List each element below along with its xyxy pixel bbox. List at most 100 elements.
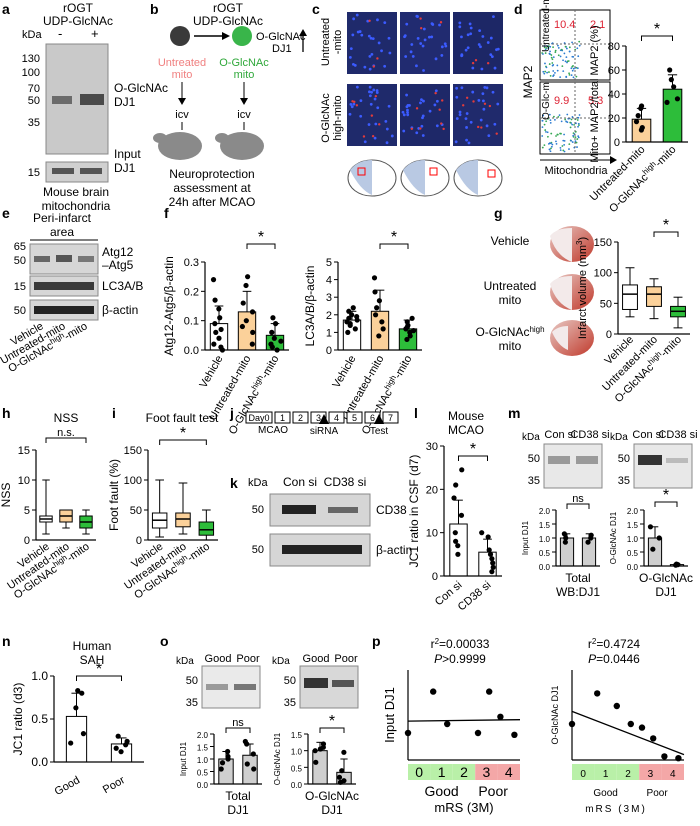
c-nucleus-dot	[434, 57, 438, 61]
d-flow-dot	[562, 139, 565, 142]
p-xlabel-r: mRS (3M)	[585, 804, 647, 815]
d-flow-dot	[548, 63, 551, 65]
g-ylabel-end: )	[577, 237, 589, 241]
c-nucleus-dot	[455, 86, 459, 90]
c-nucleus-dot	[492, 15, 495, 19]
chart-i-ytick-label: 150	[124, 445, 142, 457]
c-nucleus-dot	[368, 67, 372, 71]
chart-f2-point	[354, 313, 360, 320]
e-band-1a	[34, 256, 50, 262]
a-title-2: UDP-GlcNAc	[43, 14, 113, 28]
o-poor-r: Poor	[334, 653, 358, 665]
d-flow-dot	[541, 135, 544, 137]
chart-p2-poor: Poor	[647, 788, 669, 799]
chart-f1-point	[213, 329, 219, 335]
chart-p1-mrs-label-4: 4	[505, 764, 513, 780]
chart-f2-ytick-label: 3	[326, 292, 332, 304]
chart-f2-point	[404, 319, 410, 325]
c-nucleus-dot	[481, 35, 485, 38]
chart-o2-point	[336, 774, 343, 780]
c-nucleus-dot	[469, 26, 473, 30]
chart-f1-point	[249, 341, 255, 347]
c-nucleus-dot	[377, 41, 381, 45]
chart-m2-ytick-label: 0.5	[627, 549, 639, 558]
chart-f2-sig-bracket	[379, 243, 409, 249]
chart-f1-point	[216, 306, 222, 312]
a-label-input: Input	[114, 147, 141, 161]
chart-n-point	[80, 731, 87, 737]
c-nucleus-dot	[419, 42, 423, 45]
chart-f2-ytick-label: 5	[326, 257, 332, 269]
chart-f1-point	[249, 309, 256, 315]
d-flow-dot	[566, 113, 569, 116]
chart-p2-mrs-label-3: 3	[648, 769, 654, 780]
o-band-l2	[234, 684, 256, 690]
d-flow-dot	[550, 132, 553, 135]
chart-l-ytick-label: 10	[426, 528, 438, 540]
d-flow-dot	[563, 143, 566, 146]
a-caption-1: Mouse brain	[43, 185, 109, 199]
c-mito-dot	[419, 17, 422, 20]
d-flow-dot	[565, 75, 568, 78]
c-nucleus-dot	[466, 33, 470, 37]
chart-p1-mrs-cell-4	[497, 764, 520, 780]
d-q-tl-1: 10.4	[554, 19, 575, 31]
j-day-box-0	[245, 411, 273, 424]
a-plus: +	[91, 26, 99, 41]
chart-m2-bar-0	[647, 537, 663, 567]
p-stat-l2: P>0.9999	[434, 652, 486, 666]
chart-i-cat-part: -mito	[185, 541, 212, 565]
a-blot-bottom	[45, 161, 109, 183]
chart-d-ytick-label: 20	[608, 113, 620, 125]
m-cap-r2: DJ1	[655, 585, 677, 599]
chart-o1-point	[225, 753, 231, 760]
chart-f2-point	[376, 298, 382, 304]
c-nucleus-dot	[481, 99, 485, 103]
chart-d-ylabel: Mito+ MAP2/total MAP2 (%)	[589, 25, 601, 162]
panel-k: k kDa Con si CD38 si 50 50 CD38 β-actin	[230, 475, 412, 567]
d-flow-dot	[547, 45, 550, 47]
chart-p2-point	[627, 720, 634, 728]
c-nucleus-dot	[420, 124, 424, 128]
c-nucleus-dot	[466, 46, 470, 50]
d-flow-dot	[543, 72, 546, 75]
d-flow-dot	[560, 120, 563, 123]
e-label-lc3: LC3A/B	[102, 279, 143, 293]
d-flow-dot	[542, 70, 545, 73]
p-xlabel: mRS (3M)	[434, 800, 493, 815]
b-icv-1: icv	[175, 109, 189, 121]
d-flow-dot	[565, 56, 568, 59]
panel-a: a rOGT UDP-GlcNAc kDa - + 130 100 70 50 …	[2, 1, 168, 213]
d-flow-dot	[570, 139, 573, 142]
b-mouse-icon-2	[220, 132, 264, 160]
o-good-l: Good	[205, 653, 232, 665]
o-ladder-r1: 50	[284, 675, 296, 687]
chart-p1-poor: Poor	[478, 783, 508, 799]
c-nucleus-dot	[406, 110, 409, 114]
j-day-box-4	[328, 411, 345, 424]
chart-o1-point	[225, 748, 231, 755]
c-nucleus-dot	[422, 69, 425, 72]
c-row1-label-1: Untreated	[320, 18, 332, 66]
o-cap-l2: DJ1	[227, 803, 249, 817]
c-mito-dot	[483, 102, 487, 105]
d-flow-dot	[561, 145, 564, 147]
o-ladder-r2: 35	[284, 697, 296, 709]
d-flow-dot	[544, 129, 547, 131]
chart-f2-point	[376, 333, 382, 339]
o-cap-r2: DJ1	[321, 803, 343, 817]
chart-n-point	[75, 688, 81, 694]
c-nuclei	[348, 13, 500, 145]
d-flow-dot	[550, 56, 553, 59]
chart-l-point	[487, 551, 494, 557]
d-flow-dot	[564, 60, 567, 63]
chart-g-ylabel: Infarct volume (mm3)	[575, 237, 589, 339]
d-flow-dot	[563, 140, 566, 142]
d-flow-dot	[549, 150, 552, 153]
panel-letter-f: f	[164, 205, 169, 221]
chart-l-bar-0	[449, 523, 468, 577]
d-flow-dot	[572, 76, 575, 79]
d-q-tl-2: 9.9	[554, 95, 569, 107]
c-nucleus-dot	[388, 51, 392, 55]
